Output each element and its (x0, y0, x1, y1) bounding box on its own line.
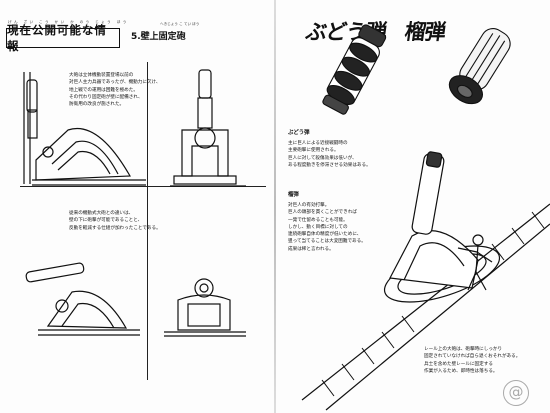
paragraph-rail-cannon: レール上の大砲は、砲撃時にしっかり 固定されていなければ自ら退くおそれがある。 … (424, 346, 520, 375)
text-line: 巨人の頭部を貫くことができれば (288, 210, 357, 216)
rail-cannon-scene-illustration (301, 151, 550, 411)
section-furigana: へきじょう こ てい ほう (160, 22, 200, 26)
guide-line-vertical (147, 62, 148, 380)
wall-cannon-rear-illustration (170, 69, 246, 187)
paragraph-explosive-shell: 対巨人の有効打撃。 巨人の頭部を貫くことができれば 一発で仕留めることも可能。 … (288, 202, 366, 253)
text-line: その代わり固定砲が壁に配備され、 (69, 94, 143, 100)
text-line: 対巨人の有効打撃。 (288, 203, 330, 208)
guide-line-horizontal (20, 186, 266, 187)
section-title: 5.壁上固定砲 (131, 32, 186, 42)
text-line: 固定されていなければ自ら退くおそれがある。 (424, 354, 521, 360)
text-line: 主要砲撃に使用される。 (288, 148, 339, 154)
header-furigana: げん ざい こう かい か のう じょう ほう (8, 20, 129, 24)
text-line: 地上戦での運用は困難を極めた。 (69, 87, 138, 93)
page-title: 現在公開可能な情報 (6, 23, 120, 53)
subheading-grapeshot: ぶどう弾 (288, 130, 310, 136)
subheading-explosive-shell: 榴弾 (288, 192, 299, 198)
book-gutter (274, 0, 276, 413)
grapeshot-illustration (322, 24, 387, 115)
text-line: 一発で仕留めることも可能。 (288, 217, 348, 223)
text-line: ある程度動きを停滞させる効果はある。 (288, 162, 371, 168)
explosive-shell-illustration (448, 28, 511, 105)
text-line: 対巨人主力兵器であったが、機動力に欠け、 (69, 80, 161, 86)
text-line: 従来の機動式大砲との違いは、 (69, 211, 134, 216)
text-line: 成果は稀と言われる。 (288, 246, 334, 252)
watermark-badge: @ (503, 380, 529, 406)
text-line: 作業が入るため、即時性は落ちる。 (424, 368, 498, 374)
wall-cannon-front-illustration (164, 278, 246, 337)
text-line: 兵士を含めた壁レールに固定する (424, 361, 493, 367)
text-line: 主に巨人による近接戦闘時の (288, 141, 348, 146)
text-line: 巨人に対して殺傷効果は低いが、 (288, 155, 357, 161)
wall-cannon-side-illustration (23, 72, 146, 186)
text-line: 壁の下に砲撃が可能であることと、 (69, 218, 143, 224)
text-line: 防衛用の改良が施された。 (69, 102, 125, 108)
text-line: 反動を軽減する仕組が加わったことである。 (69, 225, 161, 231)
paragraph-grapeshot: 主に巨人による近接戦闘時の 主要砲撃に使用される。 巨人に対して殺傷効果は低いが… (288, 140, 371, 169)
text-line: しかし、動く目標に対しての (288, 224, 348, 230)
text-line: レール上の大砲は、砲撃時にしっかり (424, 347, 503, 352)
paragraph-intro: 大砲は立体機動装置登場以前の 対巨人主力兵器であったが、機動力に欠け、 地上戦で… (69, 72, 161, 108)
text-line: 狙って当てることは大変困難である。 (288, 239, 366, 245)
text-line: 大砲は立体機動装置登場以前の (69, 73, 134, 78)
wall-cannon-side-lowered-illustration (25, 262, 140, 336)
paragraph-difference: 従来の機動式大砲との違いは、 壁の下に砲撃が可能であることと、 反動を軽減する仕… (69, 210, 161, 232)
text-line: 連続砲撃自体の精度が低いために、 (288, 232, 362, 238)
